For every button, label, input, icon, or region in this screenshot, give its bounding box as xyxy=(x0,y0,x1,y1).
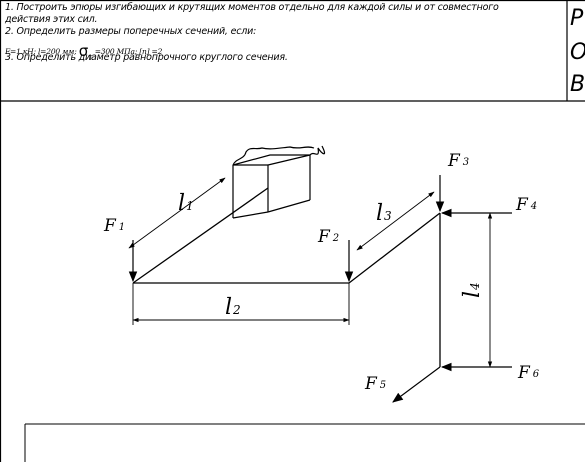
force-f5-arrow xyxy=(392,366,441,403)
sigma-symbol: σт xyxy=(78,42,93,62)
task-line-2: действия этих сил. xyxy=(5,14,98,25)
side-letter-3: В. xyxy=(570,72,585,97)
side-letter-1: Р xyxy=(570,6,584,31)
task-line-4: F=1 кН; l=200 мм; σт =300 МПа; [n] =2 xyxy=(5,40,163,62)
length-labels: l1 l2 l3 l4 xyxy=(178,191,485,320)
task-line-3: 2. Определить размеры поперечных сечений… xyxy=(5,26,257,37)
length-label-l1: l1 xyxy=(178,191,194,216)
answer-box xyxy=(24,423,585,462)
dimension-lines xyxy=(128,177,493,368)
force-arrows xyxy=(128,175,512,403)
length-label-l3: l3 xyxy=(376,201,392,226)
task-line-5: 3. Определить диаметр равнопрочного круг… xyxy=(5,52,288,63)
task-statement: 1. Построить эпюры изгибающих и крутящих… xyxy=(0,0,567,101)
task-line-1: 1. Построить эпюры изгибающих и крутящих… xyxy=(5,2,499,13)
sigma-value: =300 МПа; [n] =2 xyxy=(94,47,163,56)
side-letter-2: О xyxy=(570,40,585,65)
length-label-l4: l4 xyxy=(460,282,485,298)
length-label-l2: l2 xyxy=(225,295,241,320)
task-params: F=1 кН; l=200 мм; xyxy=(5,47,77,56)
fixed-support-block xyxy=(232,145,326,219)
